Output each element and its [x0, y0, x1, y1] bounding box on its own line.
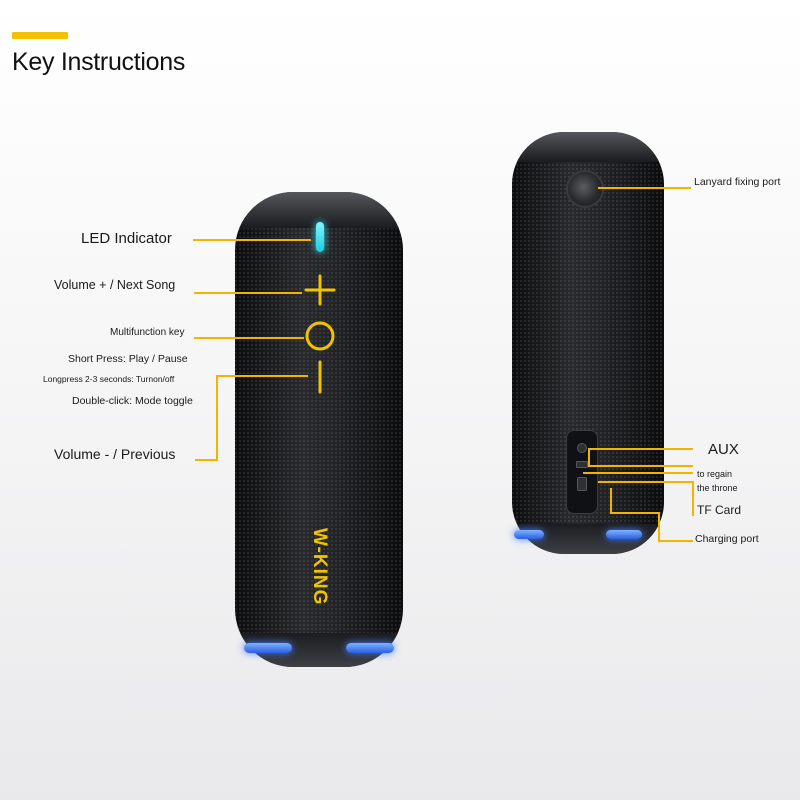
label-lanyard-fixing-port: Lanyard fixing port: [694, 176, 781, 188]
label-tf-card: TF Card: [697, 503, 742, 517]
leader-volume-minus-top: [216, 375, 308, 377]
back-top-cap: [512, 132, 664, 162]
front-button-icons: [304, 274, 336, 394]
leader-regain: [583, 472, 693, 474]
brand-logo-text: W-KING: [309, 528, 330, 605]
leader-volume-plus: [194, 292, 302, 294]
page-title: Key Instructions: [12, 48, 186, 76]
label-volume-minus: Volume - / Previous: [54, 446, 176, 462]
leader-multifunction: [194, 337, 304, 339]
front-bottom-light-left: [244, 643, 292, 653]
leader-charging-end: [658, 540, 693, 542]
leader-tf-card-vertical: [692, 481, 694, 516]
back-bottom-light-right: [606, 530, 642, 539]
label-charging-port: Charging port: [695, 533, 759, 545]
leader-led: [193, 239, 311, 241]
label-aux: AUX: [708, 441, 739, 458]
brand-logo: W-KING: [309, 528, 330, 605]
front-speaker: [235, 192, 403, 667]
leader-charging-drop: [658, 512, 660, 542]
multifunction-icon: [305, 321, 335, 351]
label-volume-plus: Volume + / Next Song: [54, 278, 176, 292]
leader-charging-vertical: [610, 488, 612, 512]
leader-aux-top: [588, 448, 693, 450]
aux-port: [577, 443, 587, 453]
leader-volume-minus-bottom: [195, 459, 218, 461]
leader-volume-minus-vertical: [216, 375, 218, 461]
label-regain-line2: the throne: [697, 483, 738, 493]
lanyard-fixing-port: [566, 170, 604, 208]
led-indicator-light: [316, 222, 324, 252]
charging-port: [577, 477, 587, 491]
tf-card-slot: [576, 461, 588, 468]
label-regain-line1: to regain: [697, 469, 733, 479]
label-long-press: Longpress 2-3 seconds: Turnon/off: [43, 374, 175, 384]
label-multifunction-key: Multifunction key: [110, 327, 185, 338]
label-double-click: Double-click: Mode toggle: [72, 395, 193, 407]
back-bottom-light-left: [514, 530, 544, 539]
leader-charging-mid: [610, 512, 660, 514]
leader-aux-vertical: [588, 448, 590, 466]
front-bottom-light-right: [346, 643, 394, 653]
back-bottom-cap: [512, 524, 664, 554]
leader-tf-card: [598, 481, 692, 483]
leader-aux-bottom: [588, 465, 693, 467]
leader-lanyard: [598, 187, 691, 189]
label-led-indicator: LED Indicator: [81, 230, 172, 247]
title-accent-bar: [12, 32, 68, 39]
label-short-press: Short Press: Play / Pause: [68, 353, 188, 365]
